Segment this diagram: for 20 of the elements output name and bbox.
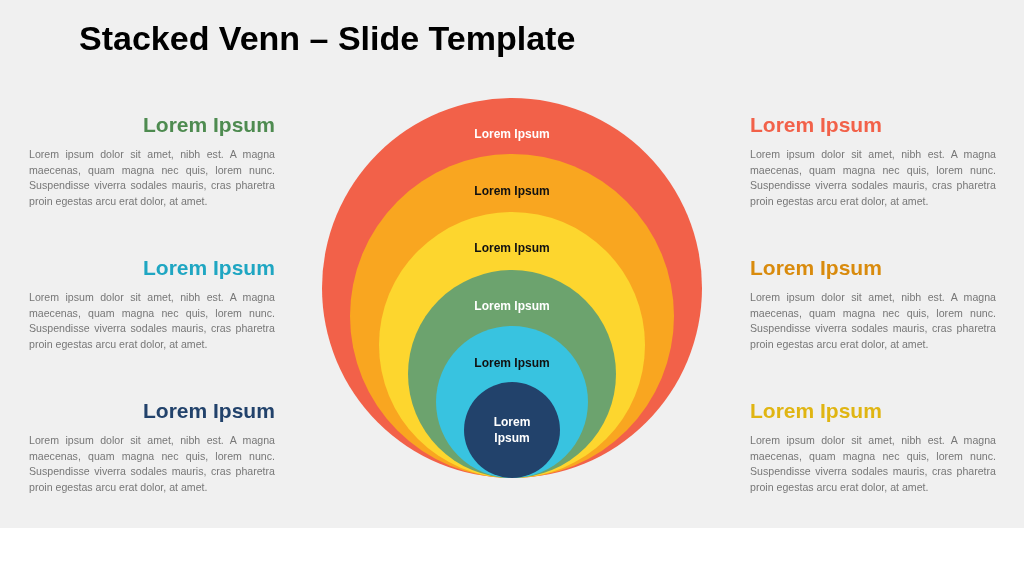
circle-label: Lorem Ipsum bbox=[473, 183, 551, 199]
body-text: Lorem ipsum dolor sit amet, nibh est. A magna maecenas, quam magna nec quis, lorem nunc. Suspendisse viverra sodales mauris, cras pharetra proin egestas arcu erat dolor, at amet. bbox=[29, 147, 275, 209]
circle-label: Lorem Ipsum bbox=[473, 298, 551, 314]
section-heading: Lorem Ipsum bbox=[750, 398, 882, 424]
section-heading: Lorem Ipsum bbox=[750, 112, 882, 138]
section-heading: Lorem Ipsum bbox=[143, 112, 275, 138]
body-text: Lorem ipsum dolor sit amet, nibh est. A magna maecenas, quam magna nec quis, lorem nunc. Suspendisse viverra sodales mauris, cras pharetra proin egestas arcu erat dolor, at amet. bbox=[750, 290, 996, 352]
body-text: Lorem ipsum dolor sit amet, nibh est. A magna maecenas, quam magna nec quis, lorem nunc. Suspendisse viverra sodales mauris, cras pharetra proin egestas arcu erat dolor, at amet. bbox=[750, 433, 996, 495]
body-text: Lorem ipsum dolor sit amet, nibh est. A magna maecenas, quam magna nec quis, lorem nunc. Suspendisse viverra sodales mauris, cras pharetra proin egestas arcu erat dolor, at amet. bbox=[29, 433, 275, 495]
section-heading: Lorem Ipsum bbox=[750, 255, 882, 281]
venn-circle bbox=[464, 382, 560, 478]
section-heading: Lorem Ipsum bbox=[143, 255, 275, 281]
circle-label: Lorem Ipsum bbox=[473, 355, 551, 371]
circle-label: Lorem Ipsum bbox=[492, 414, 532, 446]
slide-title: Stacked Venn – Slide Template bbox=[79, 18, 576, 59]
circle-label: Lorem Ipsum bbox=[473, 240, 551, 256]
body-text: Lorem ipsum dolor sit amet, nibh est. A magna maecenas, quam magna nec quis, lorem nunc. Suspendisse viverra sodales mauris, cras pharetra proin egestas arcu erat dolor, at amet. bbox=[29, 290, 275, 352]
body-text: Lorem ipsum dolor sit amet, nibh est. A magna maecenas, quam magna nec quis, lorem nunc. Suspendisse viverra sodales mauris, cras pharetra proin egestas arcu erat dolor, at amet. bbox=[750, 147, 996, 209]
circle-label: Lorem Ipsum bbox=[473, 126, 551, 142]
section-heading: Lorem Ipsum bbox=[143, 398, 275, 424]
